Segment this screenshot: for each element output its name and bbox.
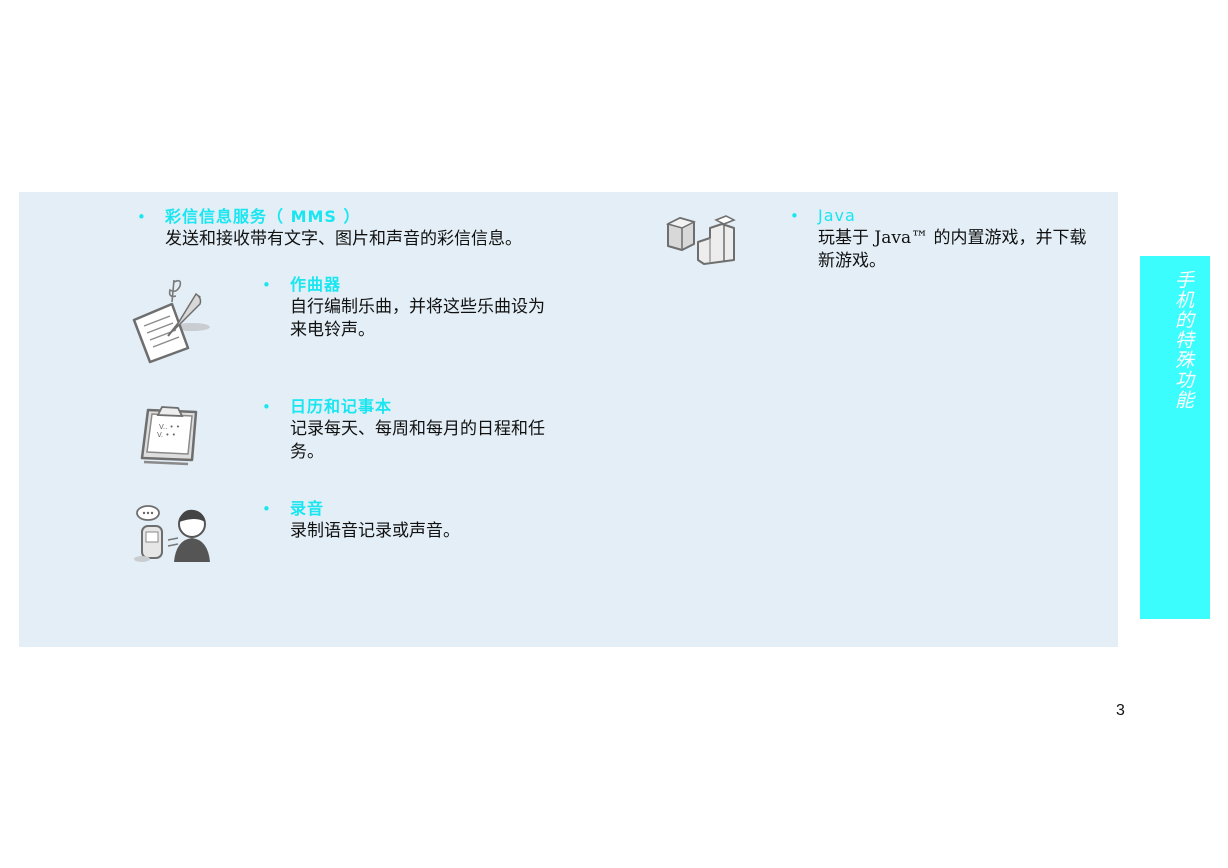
features-panel	[19, 192, 1118, 647]
chapter-side-tab-label: 手机的特殊功能	[1172, 270, 1194, 410]
feature-description: 发送和接收带有文字、图片和声音的彩信信息。	[165, 229, 522, 249]
clipboard-notepad-icon: V.. • • V. • •	[138, 402, 204, 470]
feature-description-line-1: 记录每天、每周和每月的日程和任	[290, 419, 545, 439]
page-number: 3	[1116, 702, 1125, 719]
bullet: •	[137, 208, 146, 226]
feature-title: 彩信信息服务（ MMS ）	[165, 207, 361, 226]
feature-title: Java	[818, 206, 856, 225]
music-sheet-icon	[130, 276, 214, 368]
feature-title: 作曲器	[290, 275, 342, 294]
feature-description: 录制语音记录或声音。	[290, 521, 460, 541]
game-blocks-icon	[664, 214, 738, 272]
feature-description-line-2: 来电铃声。	[290, 320, 375, 340]
svg-text:V.. • •: V.. • •	[159, 423, 180, 431]
feature-title: 录音	[290, 499, 325, 518]
chapter-side-tab: 手机的特殊功能	[1140, 256, 1210, 619]
feature-description-line-1: 玩基于 Java™ 的内置游戏，并下载	[818, 228, 1087, 248]
svg-text:V. • •: V. • •	[157, 431, 176, 439]
bullet: •	[262, 276, 271, 294]
bullet: •	[262, 398, 271, 416]
bullet: •	[262, 500, 271, 518]
feature-description-line-1: 自行编制乐曲，并将这些乐曲设为	[290, 297, 545, 317]
feature-description-line-2: 新游戏。	[818, 251, 886, 271]
feature-description-line-2: 务。	[290, 442, 324, 462]
voice-recorder-icon	[134, 502, 214, 570]
bullet: •	[790, 207, 799, 225]
feature-title: 日历和记事本	[290, 397, 393, 416]
